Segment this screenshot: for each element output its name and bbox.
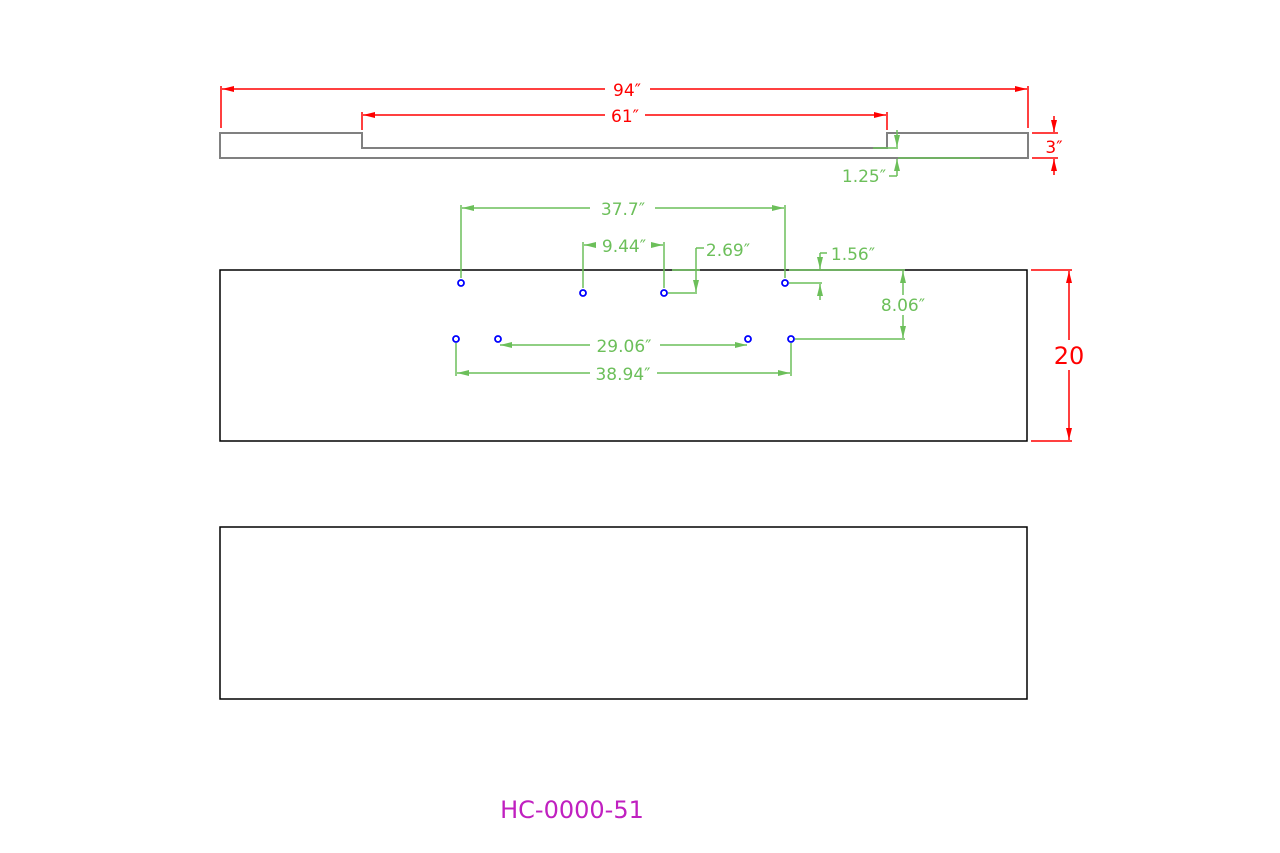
hole <box>744 335 752 343</box>
dim-width-label: 20 <box>1054 342 1085 370</box>
dim-hole-offset-a: 2.69″ <box>706 241 750 261</box>
bottom-view-outline <box>219 526 1028 700</box>
dim-recess-depth <box>873 130 980 177</box>
dim-recess-length-label: 61″ <box>611 107 639 127</box>
part-number: HC-0000-51 <box>500 796 644 824</box>
dim-recess-length <box>361 112 888 130</box>
dim-width <box>1031 269 1072 442</box>
dim-thickness <box>1032 116 1058 175</box>
hole <box>781 279 789 287</box>
hole-dimensions <box>455 205 906 376</box>
dim-overall-length-label: 94″ <box>613 81 641 101</box>
hole <box>579 289 587 297</box>
dim-hole-span-top-inner: 9.44″ <box>602 237 646 257</box>
dim-hole-offset-b: 1.56″ <box>831 245 875 265</box>
dim-hole-span-bottom-outer: 38.94″ <box>595 365 650 385</box>
hole <box>787 335 795 343</box>
hole <box>660 289 668 297</box>
top-view: 37.7″ 9.44″ 2.69″ 1.56″ 8.06″ 29.06″ 38.… <box>219 200 1085 442</box>
hole <box>494 335 502 343</box>
dim-thickness-label: 3″ <box>1045 138 1062 158</box>
dim-hole-span-bottom-inner: 29.06″ <box>596 337 651 357</box>
dim-recess-depth-label: 1.25″ <box>842 167 886 187</box>
dim-row-spacing: 8.06″ <box>881 296 925 316</box>
dim-overall-length <box>220 86 1029 128</box>
holes <box>452 279 795 343</box>
hole <box>457 279 465 287</box>
side-profile <box>219 132 1029 159</box>
side-view: 94″ 61″ 3″ 1.25″ <box>219 81 1063 187</box>
top-view-outline <box>219 269 1028 442</box>
hole <box>452 335 460 343</box>
dim-hole-span-top-outer: 37.7″ <box>601 200 645 220</box>
